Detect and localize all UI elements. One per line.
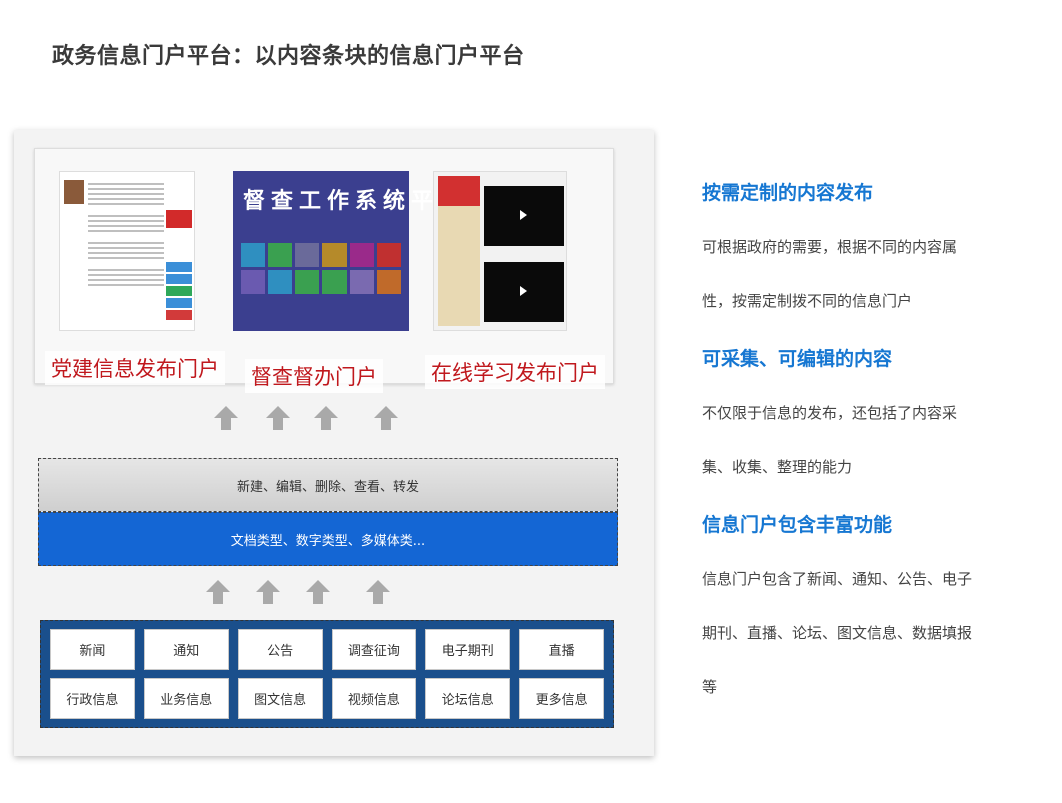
learning-portal-thumbnail	[433, 171, 567, 331]
text-lines	[88, 180, 164, 289]
function-cell-news: 新闻	[50, 629, 135, 670]
video-player-thumbnail	[484, 262, 564, 322]
function-cell-survey: 调查征询	[331, 629, 417, 670]
sidebar-thumbnail	[166, 210, 192, 231]
function-cell-more-info: 更多信息	[519, 678, 604, 719]
content-types-band: 文档类型、数字类型、多媒体类...	[38, 512, 618, 566]
function-grid: 新闻 通知 公告 调查征询 电子期刊 直播 行政信息 业务信息 图文信息 视频信…	[40, 620, 614, 728]
supervision-thumbnail-title: 督查工作系统平台	[243, 189, 468, 214]
function-cell-announcement: 公告	[237, 629, 323, 670]
up-arrow-icon	[256, 580, 280, 606]
photo-thumbnail	[64, 180, 84, 204]
function-cell-ejournal: 电子期刊	[425, 629, 511, 670]
learning-sidebar	[438, 176, 480, 326]
play-icon	[520, 210, 527, 220]
tiles-thumbnail	[166, 262, 192, 322]
function-cell-forum-info: 论坛信息	[425, 678, 511, 719]
feature-text-custom-publishing: 可根据政府的需要，根据不同的内容属性，按需定制拨不同的信息门户	[702, 238, 958, 310]
supervision-portal-thumbnail: 督查工作系统平台	[233, 171, 461, 331]
up-arrow-icon	[374, 406, 398, 432]
supervision-tiles	[241, 243, 401, 294]
portal-label-supervision: 督查督办门户	[245, 359, 383, 393]
up-arrow-icon	[306, 580, 330, 606]
portal-label-party: 党建信息发布门户	[45, 351, 225, 385]
play-icon	[520, 286, 527, 296]
feature-text-collectable-content: 不仅限于信息的发布，还包括了内容采集、收集、整理的能力	[702, 404, 958, 476]
architecture-diagram: 督查工作系统平台 党建信息发布	[14, 130, 654, 756]
feature-title-custom-publishing: 按需定制的内容发布	[702, 182, 874, 204]
feature-title-rich-functions: 信息门户包含丰富功能	[702, 514, 893, 536]
up-arrow-icon	[214, 406, 238, 432]
party-portal-thumbnail	[59, 171, 195, 331]
video-player-thumbnail	[484, 186, 564, 246]
function-cell-notice: 通知	[143, 629, 229, 670]
function-cell-admin-info: 行政信息	[50, 678, 135, 719]
up-arrow-icon	[266, 406, 290, 432]
up-arrow-icon	[206, 580, 230, 606]
operations-band: 新建、编辑、删除、查看、转发	[38, 458, 618, 512]
feature-text-rich-functions: 信息门户包含了新闻、通知、公告、电子期刊、直播、论坛、图文信息、数据填报等	[702, 570, 973, 696]
portal-strip: 督查工作系统平台 党建信息发布	[34, 148, 614, 393]
up-arrow-icon	[366, 580, 390, 606]
function-cell-video-info: 视频信息	[331, 678, 417, 719]
feature-title-collectable-content: 可采集、可编辑的内容	[702, 348, 893, 370]
function-cell-business-info: 业务信息	[143, 678, 229, 719]
page-title: 政务信息门户平台：以内容条块的信息门户平台	[52, 44, 525, 69]
portal-label-learning: 在线学习发布门户	[425, 355, 605, 389]
function-cell-graphic-info: 图文信息	[237, 678, 323, 719]
function-cell-live: 直播	[519, 629, 604, 670]
up-arrow-icon	[314, 406, 338, 432]
